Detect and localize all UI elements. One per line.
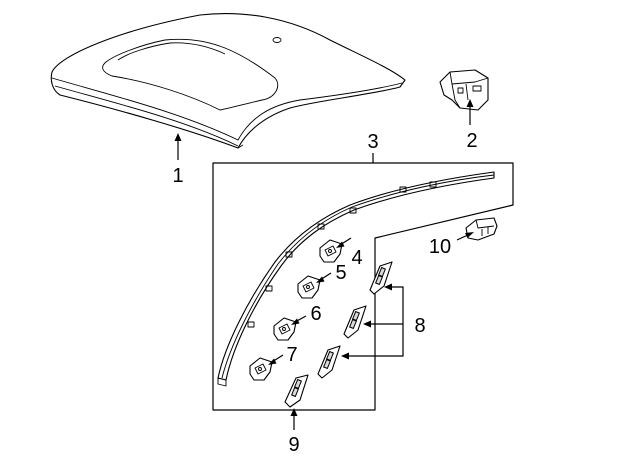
callout-1-arrow	[174, 133, 182, 160]
callout-2: 2	[466, 130, 477, 152]
callout-10-arrow	[456, 232, 474, 241]
callout-7: 7	[286, 344, 297, 366]
callout-7-arrow	[268, 354, 284, 365]
group-box	[212, 162, 514, 411]
clip-5	[297, 275, 321, 299]
retainer-9	[284, 374, 309, 408]
callout-5-arrow	[316, 272, 332, 283]
callout-8-bracket	[341, 283, 404, 360]
callout-2-arrow	[466, 99, 474, 125]
callout-9-arrow	[290, 408, 298, 430]
clip-7	[249, 357, 273, 381]
callout-9: 9	[288, 434, 299, 456]
retainer-8a	[369, 261, 393, 295]
end-clip	[465, 217, 498, 241]
clip-4	[319, 239, 343, 263]
retainer-8b	[343, 305, 367, 339]
callout-3: 3	[367, 131, 378, 153]
callout-6: 6	[310, 303, 321, 325]
callout-10: 10	[429, 236, 451, 258]
callout-1: 1	[172, 165, 183, 187]
callout-5: 5	[335, 262, 346, 284]
callout-8: 8	[414, 315, 425, 337]
corner-bracket	[439, 69, 489, 111]
retainer-8c	[317, 345, 341, 379]
callout-6-arrow	[291, 315, 307, 325]
roof-panel	[50, 13, 406, 149]
callout-4: 4	[351, 247, 362, 269]
roof-molding	[217, 171, 495, 387]
clip-6	[273, 317, 297, 341]
callout-4-arrow	[336, 237, 352, 248]
